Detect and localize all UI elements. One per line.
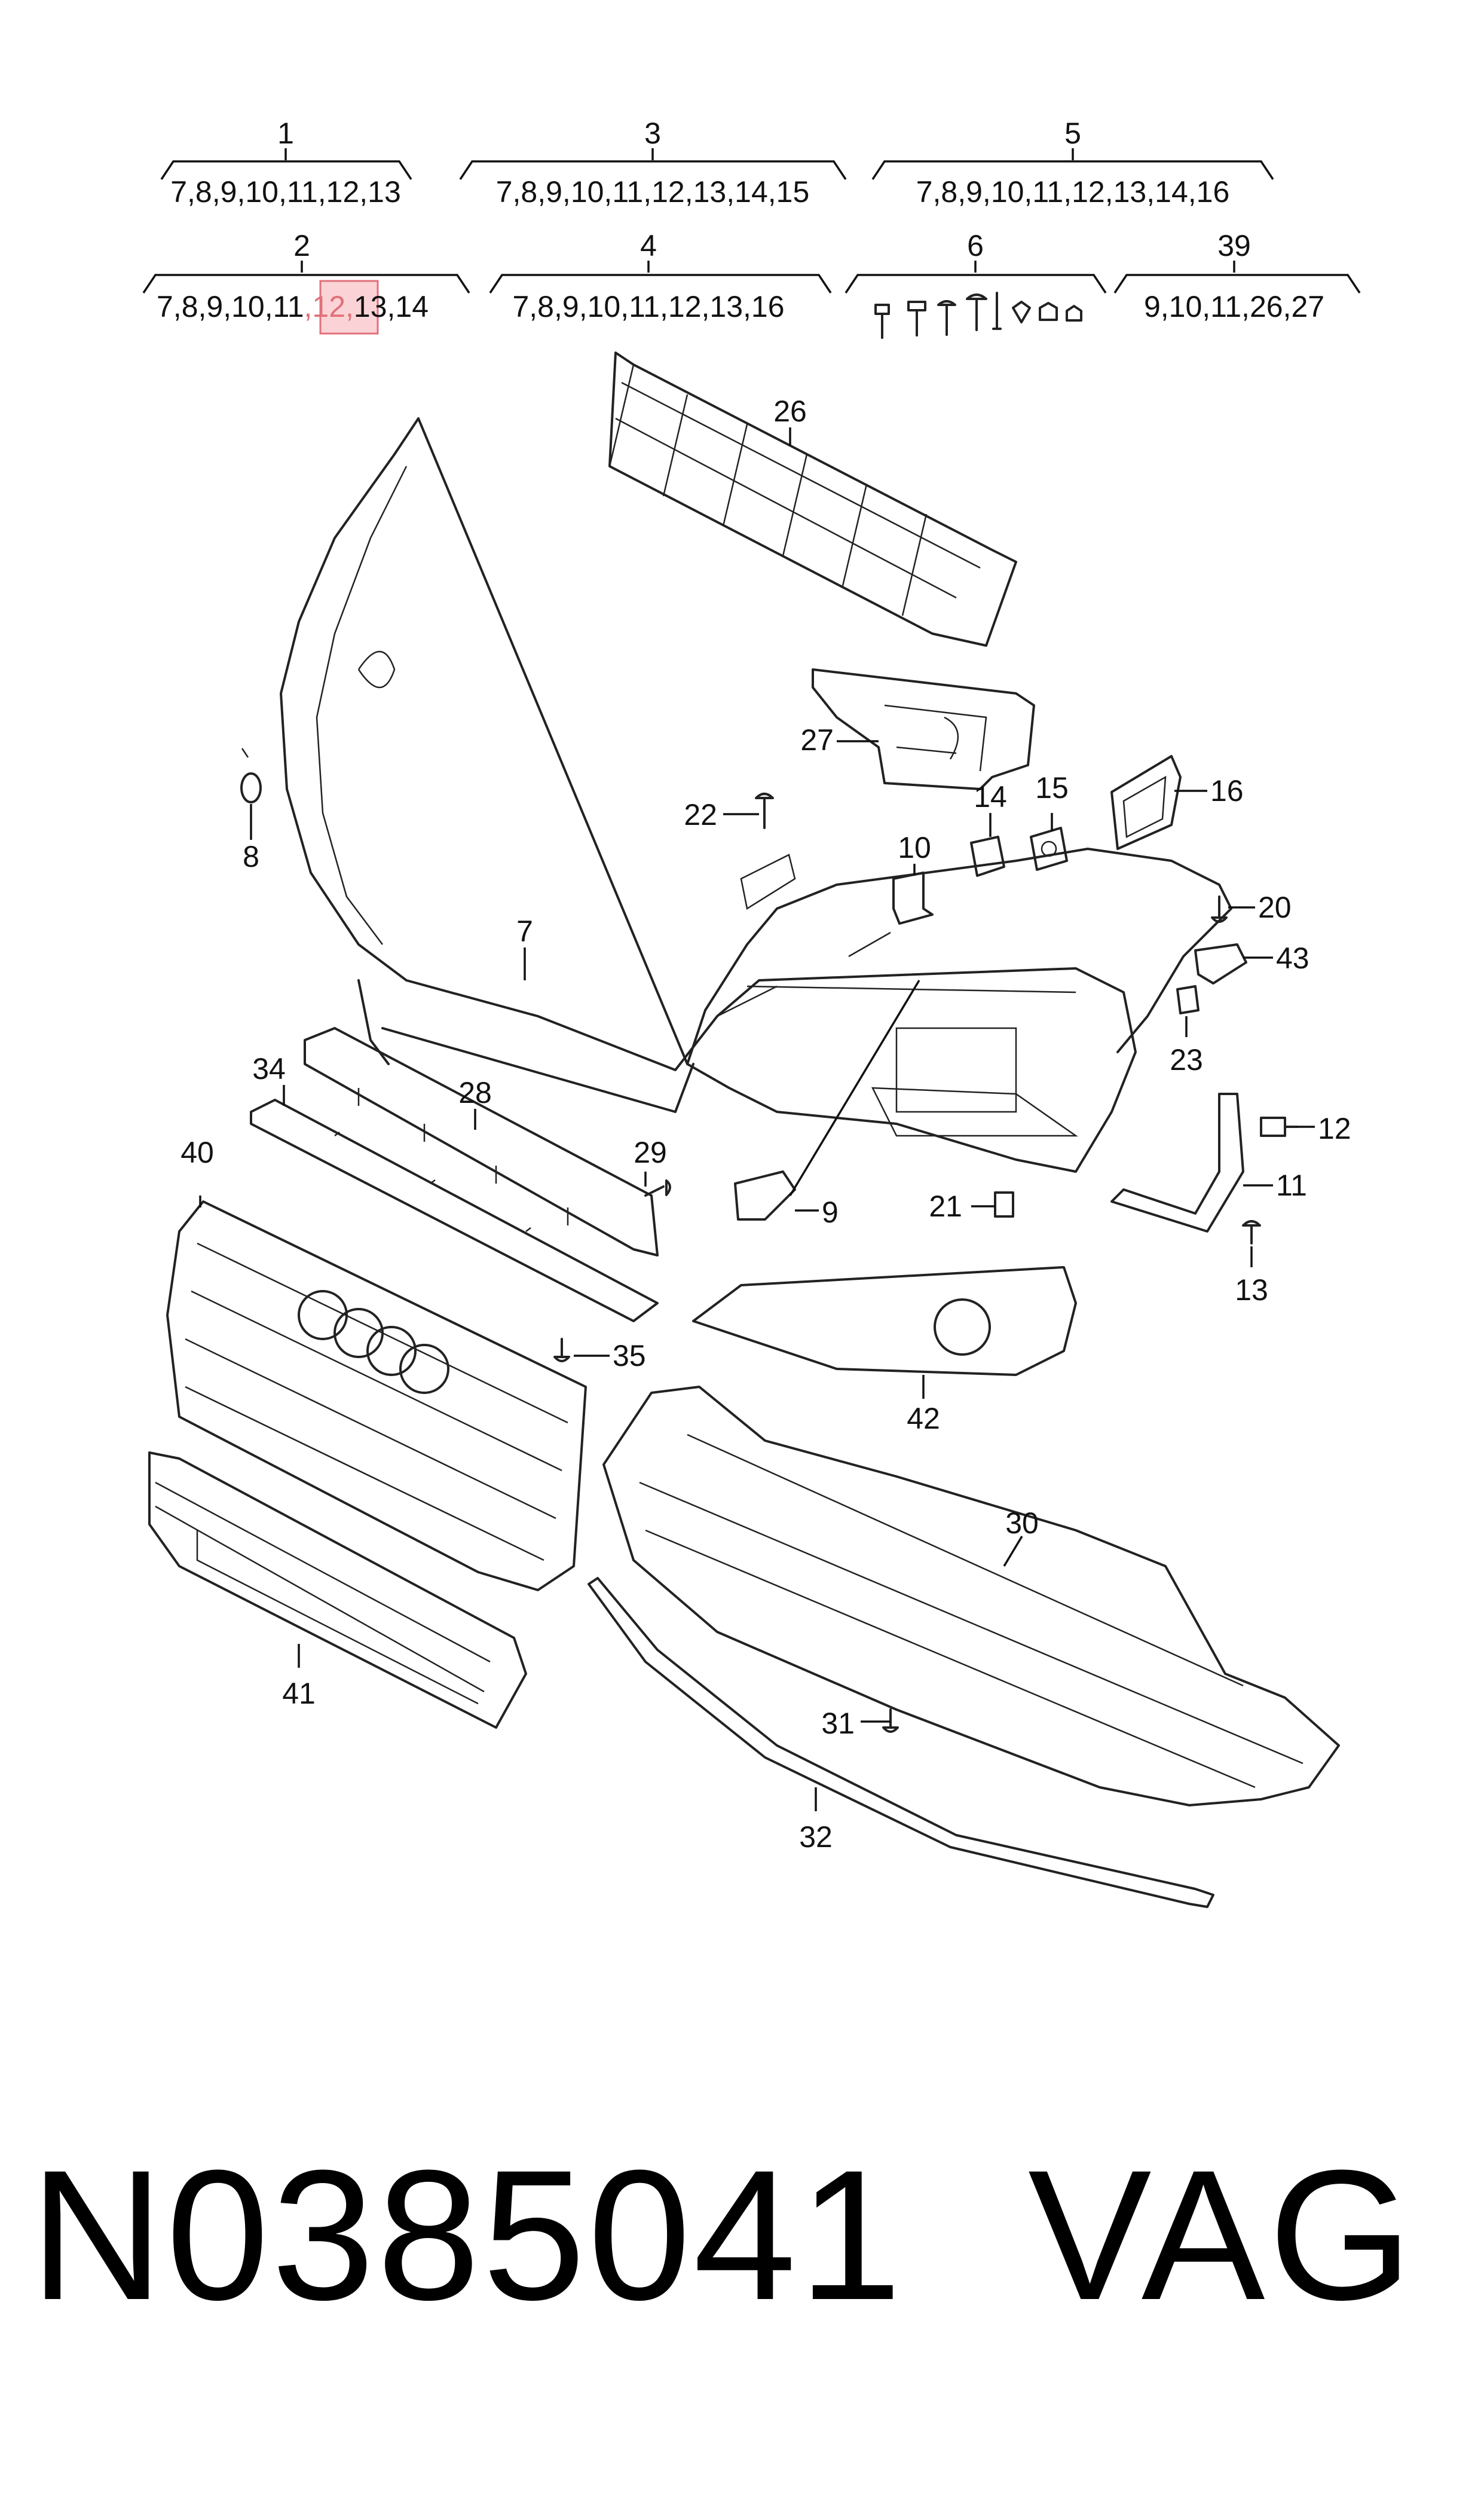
tow-eye-cap-8-drawing <box>240 748 262 803</box>
callout-28: 28 <box>458 1076 492 1109</box>
bracket-11-drawing <box>1110 1093 1244 1233</box>
callout-16: 16 <box>1210 774 1244 808</box>
trim-16-drawing <box>1110 755 1182 850</box>
group-3: 3 7,8,9,10,11,12,13,14,15 <box>459 117 847 209</box>
callout-11: 11 <box>1276 1169 1307 1202</box>
screw-31-drawing <box>882 1708 899 1733</box>
callout-26: 26 <box>773 395 807 428</box>
callout-8: 8 <box>243 840 259 873</box>
radiator-grille-drawing <box>166 1200 587 1591</box>
cover-43-drawing <box>1194 943 1247 985</box>
callout-31: 31 <box>821 1707 855 1740</box>
tow-cap-9-drawing <box>734 1170 796 1221</box>
group-3-items: 7,8,9,10,11,12,13,14,15 <box>496 175 810 209</box>
screw-20-drawing <box>1211 895 1228 923</box>
clip-21-drawing <box>994 1191 1014 1218</box>
callout-21: 21 <box>929 1190 962 1223</box>
group-39-number: 39 <box>1217 229 1251 262</box>
group-5: 5 7,8,9,10,11,12,13,14,16 <box>871 117 1274 209</box>
group-2: 2 7,8,9,10,11,12,13,14 <box>142 229 470 335</box>
callout-29: 29 <box>634 1136 667 1169</box>
bracket-10-drawing <box>892 872 934 925</box>
group-1: 1 7,8,9,10,11,12,13 <box>160 117 412 209</box>
group-4: 4 7,8,9,10,11,12,13,16 <box>489 229 832 323</box>
group-5-items: 7,8,9,10,11,12,13,14,16 <box>916 175 1230 209</box>
undertray-drawing <box>602 1386 1340 1806</box>
group-2-number: 2 <box>293 229 310 262</box>
group-39-items: 9,10,11,26,27 <box>1144 290 1324 323</box>
callout-13: 13 <box>1235 1273 1268 1307</box>
callout-34: 34 <box>252 1052 286 1086</box>
fasteners-icon <box>874 292 1082 339</box>
group-2-items: 7,8,9,10,11,12,13,14 <box>157 290 429 323</box>
screw-35-drawing <box>553 1338 570 1362</box>
group-39: 39 9,10,11,26,27 <box>1113 229 1361 323</box>
clip-23-drawing <box>1176 985 1200 1014</box>
callout-23: 23 <box>1170 1043 1203 1077</box>
fog-lamp-grille-drawing <box>692 1266 1077 1376</box>
callout-22: 22 <box>684 798 717 831</box>
strip-34-drawing <box>250 1099 659 1322</box>
mount-bracket-drawing <box>812 668 1035 790</box>
part-number: N0385041 <box>30 2131 904 2338</box>
callout-32: 32 <box>799 1820 833 1854</box>
callout-41: 41 <box>282 1677 316 1710</box>
clip-14-drawing <box>970 836 1005 877</box>
callout-27: 27 <box>800 723 834 757</box>
support-bar-28-drawing <box>304 1027 659 1257</box>
callout-14: 14 <box>974 780 1007 814</box>
screw-13-drawing <box>1242 1220 1261 1245</box>
callout-42: 42 <box>907 1402 940 1435</box>
screw-29-drawing <box>644 1179 671 1197</box>
brand-name: VAG <box>1028 2131 1416 2338</box>
stud-12-drawing <box>1260 1117 1298 1137</box>
callout-7: 7 <box>516 915 533 948</box>
screw-22-drawing <box>755 793 774 829</box>
callout-40: 40 <box>180 1136 214 1169</box>
group-3-number: 3 <box>644 117 661 150</box>
lower-grille-drawing <box>148 1451 527 1729</box>
lower-strip-drawing <box>588 1577 1214 1908</box>
group-4-number: 4 <box>640 229 657 262</box>
group-1-items: 7,8,9,10,11,12,13 <box>170 175 401 209</box>
callout-35: 35 <box>613 1339 646 1372</box>
clip-15-drawing <box>1030 827 1068 871</box>
group-1-number: 1 <box>277 117 294 150</box>
callout-9: 9 <box>822 1196 839 1229</box>
callout-20: 20 <box>1258 891 1292 924</box>
callout-43: 43 <box>1276 941 1309 975</box>
highlight-box <box>319 280 379 335</box>
group-6-number: 6 <box>967 229 984 262</box>
bumper-cover-drawing <box>280 417 1232 1173</box>
group-6: 6 <box>844 229 1107 339</box>
callout-12: 12 <box>1318 1112 1351 1145</box>
group-4-items: 7,8,9,10,11,12,13,16 <box>512 290 784 323</box>
callout-30: 30 <box>1005 1506 1039 1540</box>
grille-carrier-drawing <box>608 351 1017 647</box>
group-5-number: 5 <box>1064 117 1081 150</box>
callout-10: 10 <box>898 831 931 864</box>
callout-15: 15 <box>1035 771 1069 805</box>
